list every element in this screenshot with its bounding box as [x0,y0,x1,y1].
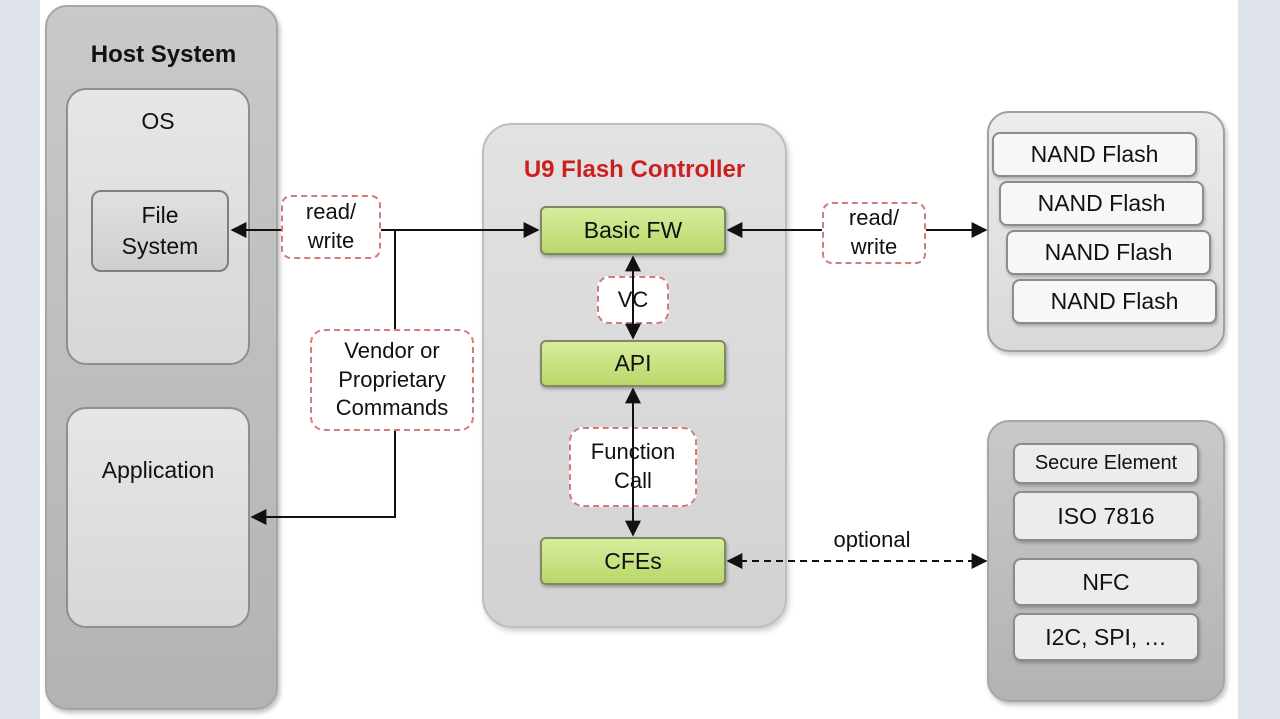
file-system-line-2: System [121,233,199,259]
vendor-commands-label: Vendor or Proprietary Commands [310,329,474,431]
file-system-line-1: File [141,201,179,228]
basic-fw-box: Basic FW [540,206,726,255]
nand-flash-box-3: NAND Flash [1006,230,1211,275]
nfc-box: NFC [1013,558,1199,606]
vendor-commands-line-1: Vendor or [344,338,440,364]
vendor-commands-line [250,230,396,525]
nand-flash-box-2: NAND Flash [999,181,1204,226]
diagram-canvas: Host System OS File System Application U… [40,0,1238,719]
flash-controller-title: U9 Flash Controller [523,156,746,183]
cfes-box: CFEs [540,537,726,585]
api-box: API [540,340,726,387]
vendor-commands-line-3: Commands [335,395,449,421]
host-read-write-label: read/ write [281,195,381,259]
nand-read-write-line-2: write [850,234,898,259]
os-label: OS [141,107,175,134]
nand-flash-box-4: NAND Flash [1012,279,1217,324]
secure-element-title: Secure Element [1013,443,1199,484]
vendor-commands-line-2: Proprietary [338,366,446,392]
file-system-box: File System [91,190,229,272]
application-box: Application [66,407,250,628]
application-label: Application [101,456,215,483]
i2c-spi-box: I2C, SPI, … [1013,613,1199,661]
nand-read-write-line-1: read/ [848,205,900,231]
iso-7816-box: ISO 7816 [1013,491,1199,541]
connection-wires [230,222,988,569]
host-system-title: Host System [90,41,237,68]
nand-read-write-label: read/ write [822,202,926,264]
host-read-write-line-2: write [307,228,355,253]
host-read-write-line-1: read/ [305,199,357,225]
nand-flash-box-1: NAND Flash [992,132,1197,177]
optional-label: optional [833,527,911,552]
